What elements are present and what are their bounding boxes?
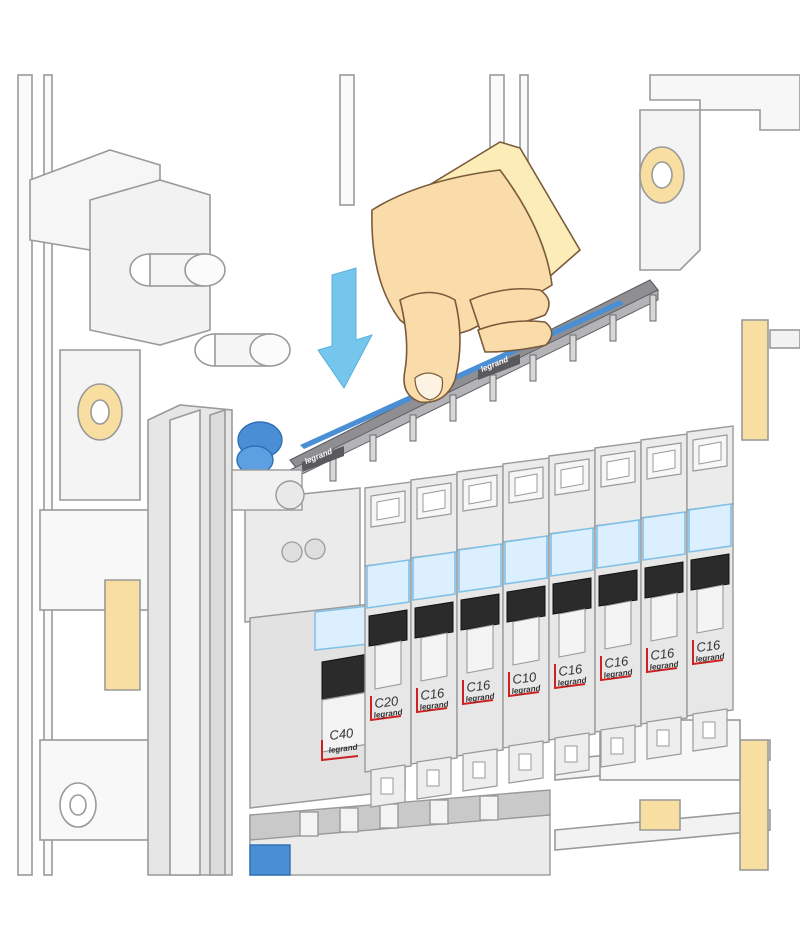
- breaker-rating-label: C10: [512, 669, 538, 687]
- breaker-rating-label: C16: [650, 645, 676, 663]
- breaker-rating-label: C16: [558, 661, 584, 679]
- down-arrow-icon: [317, 267, 374, 389]
- breaker-rating-label: C20: [374, 693, 400, 711]
- breaker-row: C40legrand30 mAC20legrandC16legrandC16le…: [244, 425, 734, 809]
- terminal-clip: [231, 421, 305, 511]
- breaker-rating-label: C16: [466, 677, 492, 695]
- breaker-brand-label: legrand: [695, 651, 726, 664]
- breaker-rating-label: C16: [420, 685, 446, 703]
- breaker-rating-label: C40: [329, 725, 355, 743]
- hand-icon: [371, 141, 581, 404]
- breaker-rating-label: C16: [604, 653, 630, 671]
- breaker-rating-label: C16: [696, 637, 722, 655]
- breaker-brand-label: legrand: [603, 667, 634, 680]
- screw-terminal-icon: [281, 541, 303, 563]
- breaker-brand-label: legrand: [465, 691, 496, 704]
- breaker-brand-label: legrand: [328, 742, 359, 755]
- breaker-brand-label: legrand: [649, 659, 680, 672]
- breaker-brand-label: legrand: [557, 675, 588, 688]
- screw-terminal-icon: [304, 538, 326, 560]
- breaker-brand-label: legrand: [419, 699, 450, 712]
- breaker-brand-label: legrand: [373, 707, 404, 720]
- breaker-brand-label: legrand: [511, 683, 542, 696]
- din-rail-cover: [147, 404, 233, 876]
- lower-breaker-row: [249, 789, 551, 876]
